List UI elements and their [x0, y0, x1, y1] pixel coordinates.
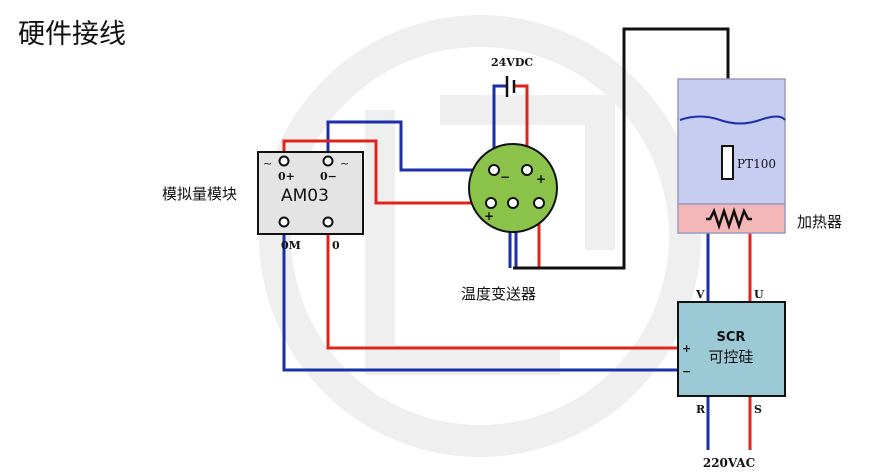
wire-black-sensor — [513, 27, 730, 270]
scr-label-s: S — [754, 403, 762, 416]
wire-blue-module-to-tx-minus — [326, 120, 491, 172]
scr-subtitle: 可控硅 — [708, 348, 753, 366]
scr-label-v: V — [695, 288, 705, 301]
scr-body — [677, 301, 786, 397]
terminal-0-plus — [278, 155, 290, 167]
terminal-0m — [278, 216, 290, 228]
tx-label-minus: − — [500, 170, 510, 184]
water-tank: PT100 — [677, 78, 786, 234]
scr-label-minus: − — [682, 365, 691, 378]
pt100-probe — [721, 145, 734, 180]
analog-module-am03: ~ ~ 0+ 0− AM03 0M 0 — [257, 151, 364, 252]
module-body — [257, 151, 364, 235]
tx-terminal-plus-top — [521, 164, 533, 176]
pin-label-0: 0 — [332, 239, 340, 252]
pin-label-0m: 0M — [281, 239, 301, 252]
tx-label-plus-top: + — [536, 172, 546, 186]
pin-label-0-minus: 0− — [320, 170, 337, 183]
wire-blue-supply-minus — [492, 84, 507, 166]
scr-label-r: R — [696, 403, 706, 416]
tank-water — [677, 78, 786, 205]
pin-label-0-plus: 0+ — [278, 170, 295, 183]
pin-tilde-right: ~ — [340, 157, 349, 170]
scr-title: SCR — [717, 330, 746, 345]
wire-blue-module-0m-to-scr — [282, 228, 680, 372]
tx-terminal-bottom — [507, 197, 519, 209]
terminal-0-minus — [322, 155, 334, 167]
supply-label: 24VDC — [491, 56, 533, 69]
wire-red-module-0-to-scr — [326, 228, 680, 350]
module-model: AM03 — [281, 186, 329, 206]
heater-coil-icon — [706, 207, 752, 230]
scr-controller: SCR 可控硅 + − V U R S — [677, 288, 786, 416]
scr-label-u: U — [754, 288, 764, 301]
tx-label-plus-left: + — [484, 209, 494, 223]
temperature-transmitter: − + + — [468, 143, 558, 233]
tx-terminal-plus-left — [485, 197, 497, 209]
tx-terminal-right — [533, 197, 545, 209]
page-title: 硬件接线 — [18, 19, 126, 50]
tx-terminal-minus — [488, 164, 500, 176]
terminal-0 — [322, 216, 334, 228]
module-name: 模拟量模块 — [162, 185, 237, 203]
wire-red-supply-plus — [514, 84, 529, 166]
heater-label: 加热器 — [797, 213, 842, 231]
dc-supply: 24VDC — [491, 56, 533, 97]
mains-label: 220VAC — [703, 456, 755, 470]
wire-red-module-to-tx-plus — [282, 139, 488, 205]
water-surface — [679, 115, 786, 125]
scr-label-plus: + — [682, 342, 691, 355]
transmitter-body — [468, 143, 558, 233]
transmitter-name: 温度变送器 — [461, 285, 536, 303]
pin-tilde-left: ~ — [263, 157, 272, 170]
sensor-label: PT100 — [737, 157, 776, 171]
